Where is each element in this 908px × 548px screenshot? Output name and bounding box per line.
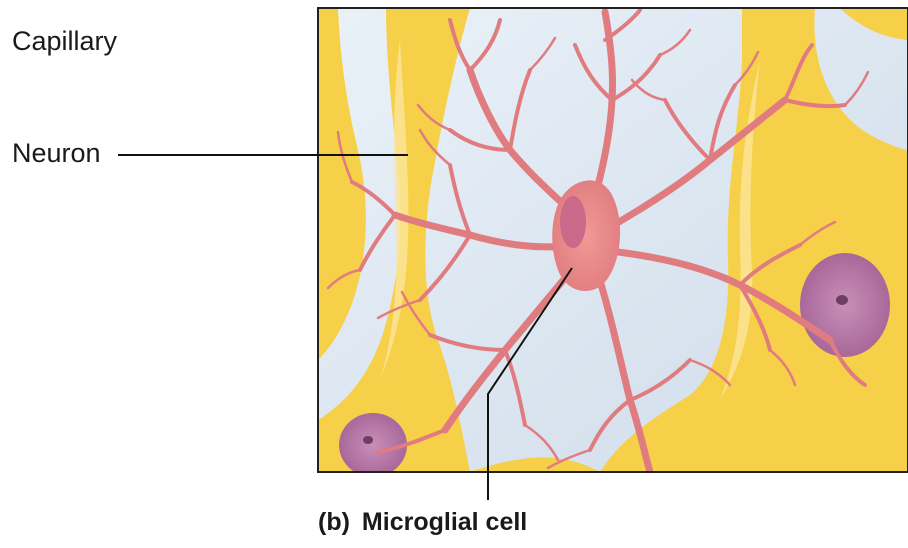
capillary-label: Capillary (12, 26, 117, 57)
neuron-label: Neuron (12, 138, 101, 169)
figure-caption: (b) Microglial cell (318, 508, 527, 537)
caption-title: Microglial cell (362, 508, 527, 536)
microglia-cell-body (552, 180, 620, 291)
caption-letter: (b) (318, 508, 350, 536)
